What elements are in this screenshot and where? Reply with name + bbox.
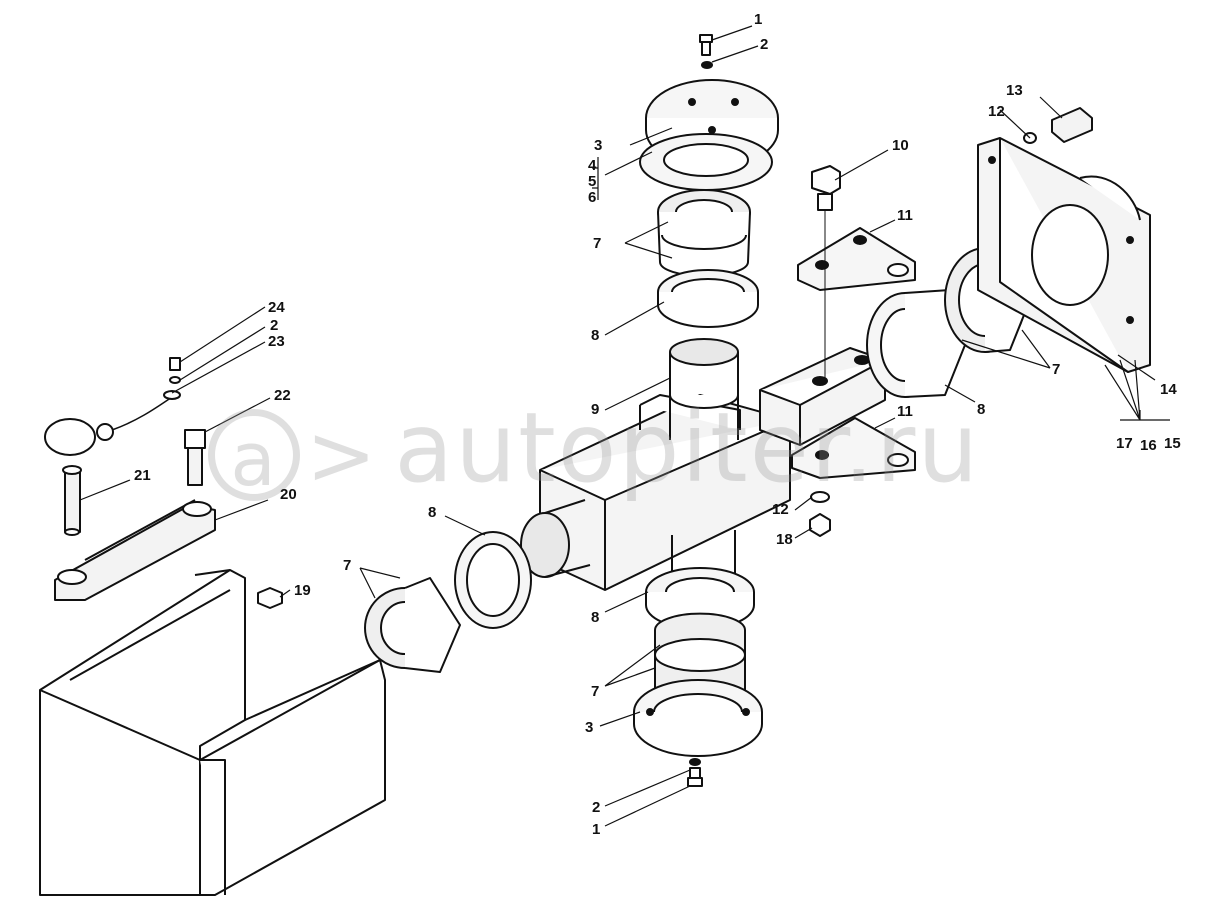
- left-ring: [454, 531, 532, 629]
- pin-22: [184, 429, 206, 486]
- callout-label: 9: [591, 401, 600, 418]
- callout-label: 7: [593, 235, 602, 252]
- upper-shaft: [669, 338, 739, 440]
- lower-cover: [633, 679, 763, 757]
- upper-bearing: [657, 189, 751, 277]
- callout-label: 20: [280, 486, 297, 503]
- callout-label: 3: [585, 719, 594, 736]
- bolt-13: [1023, 107, 1093, 144]
- callout-label: 17: [1116, 435, 1133, 452]
- gasket-shim: [639, 133, 773, 191]
- mounting-plate: [977, 137, 1151, 373]
- callout-label: 24: [268, 299, 285, 316]
- callout-label: 23: [268, 333, 285, 350]
- washer-12: [810, 491, 830, 503]
- nut-18: [809, 513, 831, 537]
- bolt-1-top: [699, 34, 713, 69]
- frame-bracket: [39, 569, 386, 896]
- callout-label: 5: [588, 173, 597, 190]
- callout-label: 11: [897, 403, 913, 420]
- callout-label: 16: [1140, 437, 1157, 454]
- callout-label: 6: [588, 189, 597, 206]
- callout-label: 7: [343, 557, 352, 574]
- upper-ring: [657, 269, 759, 328]
- callout-label: 19: [294, 582, 311, 599]
- callout-label: 7: [1052, 361, 1061, 378]
- callout-label: 2: [592, 799, 601, 816]
- bolt-10: [811, 165, 841, 380]
- callout-label: 12: [988, 103, 1005, 120]
- left-bearing: [364, 577, 461, 673]
- callout-label: 11: [897, 207, 913, 224]
- callout-label: 2: [270, 317, 279, 334]
- callout-label: 10: [892, 137, 909, 154]
- callout-label: 3: [594, 137, 603, 154]
- watermark-logo-letter: a: [208, 408, 300, 503]
- right-arm: [759, 347, 886, 446]
- lever-arm: [44, 394, 216, 601]
- callout-label: 8: [591, 609, 600, 626]
- callout-label: 2: [760, 36, 769, 53]
- cross-body: [539, 394, 791, 591]
- bracket-11-upper: [797, 227, 916, 291]
- watermark-brand: autopiter.ru: [394, 392, 981, 504]
- callout-label: 12: [772, 501, 789, 518]
- callout-label: 4: [588, 157, 597, 174]
- nut-19: [257, 587, 283, 609]
- watermark-logo-arrow: >: [306, 405, 379, 504]
- leader-lines: [79, 25, 1170, 827]
- callout-label: 8: [591, 327, 600, 344]
- callout-label: 15: [1164, 435, 1181, 452]
- callout-label: 13: [1006, 82, 1023, 99]
- bolt-24: [163, 357, 181, 400]
- left-shaft: [520, 499, 591, 578]
- watermark: a>autopiter.ru: [208, 400, 980, 504]
- callout-label: 8: [977, 401, 986, 418]
- bolt-1-bottom: [687, 758, 703, 787]
- callout-label: 18: [776, 531, 793, 548]
- callout-label: 7: [591, 683, 600, 700]
- callout-label: 21: [134, 467, 151, 484]
- callout-label: 1: [592, 821, 601, 838]
- callout-label: 1: [754, 11, 763, 28]
- callout-label: 22: [274, 387, 291, 404]
- callout-label: 14: [1160, 381, 1177, 398]
- bracket-11-lower: [791, 417, 916, 479]
- callout-label: 8: [428, 504, 437, 521]
